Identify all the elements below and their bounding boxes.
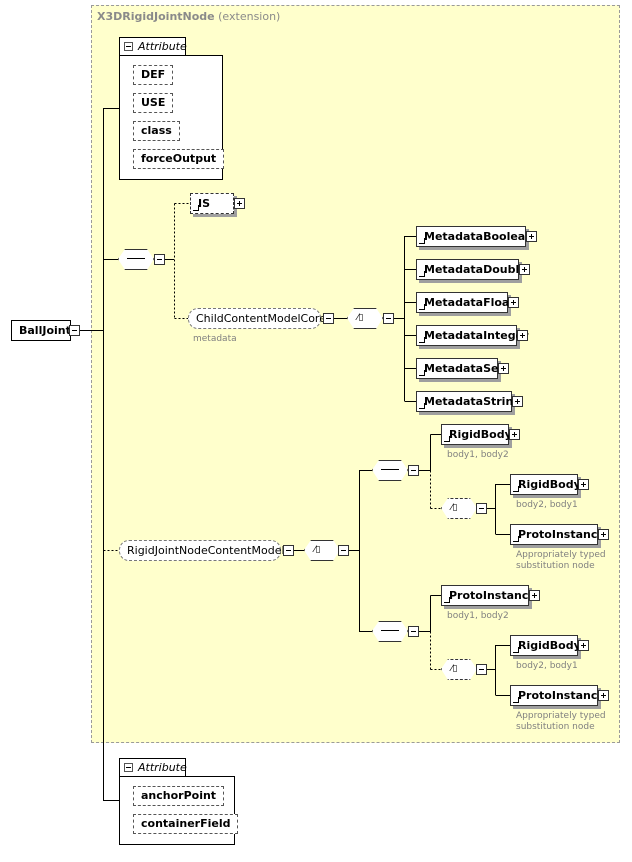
element-metadatainteger-label: MetadataInteger bbox=[424, 329, 529, 342]
choice-compositor-metadata-icon: ⁄▯ bbox=[357, 313, 364, 323]
element-metadataset[interactable]: MetadataSet bbox=[416, 358, 504, 379]
expand-metadataset-button[interactable] bbox=[498, 363, 509, 374]
choice-compositor-seq2[interactable] bbox=[441, 659, 477, 680]
base-attribute-tab: Attribute bbox=[119, 37, 187, 56]
element-metadatastring-label: MetadataString bbox=[424, 395, 522, 408]
choice-compositor-rigid-icon: ⁄▯ bbox=[314, 545, 321, 555]
own-attribute-title: Attribute bbox=[138, 761, 187, 774]
collapse-sequence-2-button[interactable] bbox=[408, 465, 419, 476]
collapse-metadata-choice-button[interactable] bbox=[383, 313, 394, 324]
element-metadatadouble[interactable]: MetadataDouble bbox=[416, 259, 527, 280]
element-metadatainteger[interactable]: MetadataInteger bbox=[416, 325, 528, 346]
root-element-balljoint[interactable]: BallJoint bbox=[11, 320, 71, 341]
element-protoinstance-seq2-choice-label: ProtoInstance bbox=[518, 689, 605, 702]
extension-title: X3DRigidJointNode (extension) bbox=[97, 10, 280, 23]
extension-base-name: X3DRigidJointNode bbox=[97, 10, 215, 23]
element-protoinstance-seq2-choice[interactable]: ProtoInstance bbox=[510, 685, 605, 706]
attribute-def[interactable]: DEF bbox=[133, 65, 174, 85]
expand-metadatainteger-button[interactable] bbox=[517, 330, 528, 341]
attribute-def-label: DEF bbox=[141, 68, 166, 81]
expand-rigidbody-seq1-button[interactable] bbox=[509, 429, 520, 440]
expand-protoinstance-seq2-choice-button[interactable] bbox=[598, 690, 609, 701]
collapse-sequence-3-button[interactable] bbox=[408, 626, 419, 637]
note-substitution-seq1: Appropriately typed substitution node bbox=[516, 550, 606, 571]
attribute-containerfield[interactable]: containerField bbox=[133, 814, 239, 834]
element-metadataboolean-label: MetadataBoolean bbox=[424, 230, 534, 243]
expand-metadataboolean-button[interactable] bbox=[526, 231, 537, 242]
sequence-compositor-1[interactable] bbox=[118, 249, 154, 270]
element-metadatafloat[interactable]: MetadataFloat bbox=[416, 292, 515, 313]
choice-compositor-seq2-icon: ⁄▯ bbox=[451, 664, 458, 674]
element-is-label: IS bbox=[198, 197, 211, 210]
group-childcontentmodelcore-label: ChildContentModelCore bbox=[196, 312, 326, 325]
collapse-choice-seq1-button[interactable] bbox=[476, 503, 487, 514]
element-metadataset-label: MetadataSet bbox=[424, 362, 504, 375]
note-body2-body1-seq2: body2, body1 bbox=[516, 661, 578, 671]
element-rigidbody-seq1-choice-label: RigidBody bbox=[518, 478, 581, 491]
element-is[interactable]: IS bbox=[190, 193, 234, 214]
attribute-containerfield-label: containerField bbox=[141, 817, 231, 830]
element-rigidbody-seq2-choice[interactable]: RigidBody bbox=[510, 635, 581, 656]
element-rigidbody-seq2-choice-label: RigidBody bbox=[518, 639, 581, 652]
root-element-label: BallJoint bbox=[19, 324, 71, 337]
collapse-own-attributes-button[interactable] bbox=[124, 763, 133, 772]
choice-compositor-seq1[interactable] bbox=[441, 498, 477, 519]
note-body1-body2-seq2: body1, body2 bbox=[447, 611, 509, 621]
attribute-forceoutput[interactable]: forceOutput bbox=[133, 149, 225, 169]
sequence-compositor-3-icon bbox=[381, 630, 399, 633]
note-metadata: metadata bbox=[193, 334, 237, 344]
attribute-forceoutput-label: forceOutput bbox=[141, 152, 217, 165]
element-metadatastring[interactable]: MetadataString bbox=[416, 391, 521, 412]
expand-metadatadouble-button[interactable] bbox=[519, 264, 530, 275]
own-attribute-tab: Attribute bbox=[119, 758, 187, 777]
collapse-rigidjointnodecontentmodel-button[interactable] bbox=[283, 545, 294, 556]
group-rigidjointnodecontentmodel-label: RigidJointNodeContentModel bbox=[127, 544, 285, 557]
element-metadatafloat-label: MetadataFloat bbox=[424, 296, 515, 309]
expand-rigidbody-seq2-choice-button[interactable] bbox=[578, 640, 589, 651]
collapse-sequence-1-button[interactable] bbox=[154, 254, 165, 265]
expand-metadatafloat-button[interactable] bbox=[508, 297, 519, 308]
attribute-class-label: class bbox=[141, 124, 172, 137]
choice-compositor-seq1-icon: ⁄▯ bbox=[451, 503, 458, 513]
choice-compositor-rigid[interactable] bbox=[304, 540, 340, 561]
attribute-class[interactable]: class bbox=[133, 121, 180, 141]
attribute-use-label: USE bbox=[141, 96, 166, 109]
collapse-balljoint-button[interactable] bbox=[69, 325, 80, 336]
expand-protoinstance-seq1-choice-button[interactable] bbox=[598, 529, 609, 540]
sequence-compositor-2-icon bbox=[381, 469, 399, 472]
element-protoinstance-seq2-label: ProtoInstance bbox=[449, 589, 536, 602]
sequence-compositor-3[interactable] bbox=[372, 621, 408, 642]
attribute-use[interactable]: USE bbox=[133, 93, 174, 113]
element-protoinstance-seq2[interactable]: ProtoInstance bbox=[441, 585, 536, 606]
sequence-compositor-2[interactable] bbox=[372, 460, 408, 481]
expand-rigidbody-seq1-choice-button[interactable] bbox=[578, 479, 589, 490]
note-body2-body1-seq1: body2, body1 bbox=[516, 500, 578, 510]
element-protoinstance-seq1-choice-label: ProtoInstance bbox=[518, 528, 605, 541]
group-childcontentmodelcore[interactable]: ChildContentModelCore bbox=[188, 308, 326, 329]
element-rigidbody-seq1-choice[interactable]: RigidBody bbox=[510, 474, 581, 495]
note-body1-body2-seq1: body1, body2 bbox=[447, 450, 509, 460]
collapse-choice-seq2-button[interactable] bbox=[476, 664, 487, 675]
attribute-anchorpoint[interactable]: anchorPoint bbox=[133, 786, 225, 806]
sequence-compositor-1-icon bbox=[127, 258, 145, 261]
note-substitution-seq2: Appropriately typed substitution node bbox=[516, 711, 606, 732]
collapse-base-attributes-button[interactable] bbox=[124, 42, 133, 51]
element-protoinstance-seq1-choice[interactable]: ProtoInstance bbox=[510, 524, 605, 545]
extension-suffix: (extension) bbox=[218, 10, 281, 23]
base-attribute-title: Attribute bbox=[138, 40, 187, 53]
element-rigidbody-seq1[interactable]: RigidBody bbox=[441, 424, 512, 445]
collapse-rigid-choice-button[interactable] bbox=[338, 545, 349, 556]
choice-compositor-metadata[interactable] bbox=[347, 308, 383, 329]
element-metadataboolean[interactable]: MetadataBoolean bbox=[416, 226, 533, 247]
group-rigidjointnodecontentmodel[interactable]: RigidJointNodeContentModel bbox=[119, 540, 285, 561]
collapse-childcontentmodelcore-button[interactable] bbox=[323, 313, 334, 324]
expand-is-button[interactable] bbox=[234, 198, 245, 209]
element-rigidbody-seq1-label: RigidBody bbox=[449, 428, 512, 441]
expand-metadatastring-button[interactable] bbox=[512, 396, 523, 407]
expand-protoinstance-seq2-button[interactable] bbox=[529, 590, 540, 601]
element-metadatadouble-label: MetadataDouble bbox=[424, 263, 527, 276]
attribute-anchorpoint-label: anchorPoint bbox=[141, 789, 217, 802]
